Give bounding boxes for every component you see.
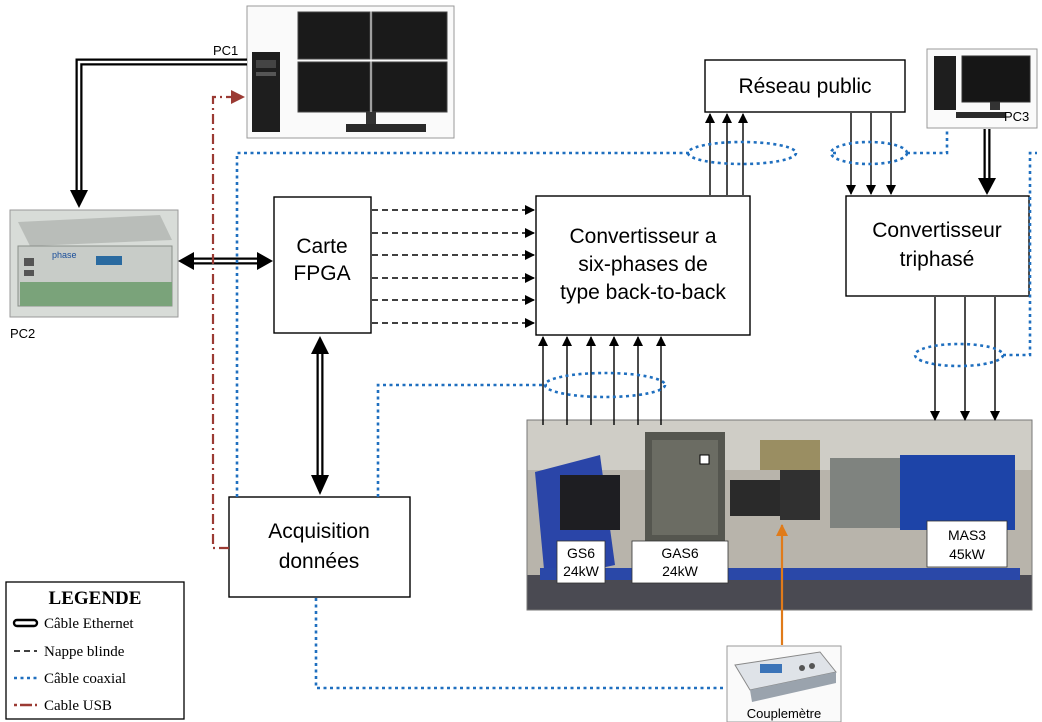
ethernet-pc3-triphase bbox=[978, 129, 996, 195]
power-bench-to-converter bbox=[538, 336, 666, 425]
reseau-public-block: Réseau public bbox=[704, 59, 906, 113]
test-bench-photo bbox=[526, 419, 1033, 611]
pc3-photo bbox=[926, 48, 1038, 129]
legend-item-coaxial: Câble coaxial bbox=[14, 671, 126, 687]
pc1-label: PC1 bbox=[213, 43, 238, 58]
legend-item-nappe: Nappe blinde bbox=[14, 644, 125, 660]
ethernet-pc1-pc2 bbox=[70, 58, 247, 208]
converter-label-line1: Convertisseur a bbox=[569, 225, 716, 248]
legend-item-usb: Cable USB bbox=[14, 698, 112, 714]
usb-cable-acquisition-pc1 bbox=[211, 90, 245, 550]
acquisition-block: Acquisition données bbox=[228, 496, 411, 598]
svg-text:24kW: 24kW bbox=[563, 563, 600, 579]
fpga-block: Carte FPGA bbox=[273, 196, 372, 334]
svg-text:45kW: 45kW bbox=[949, 546, 986, 562]
couplemetre-photo bbox=[726, 645, 842, 722]
ethernet-fpga-acquisition bbox=[311, 336, 329, 495]
machine-label-mas3: MAS3 45kW bbox=[926, 520, 1008, 568]
svg-text:24kW: 24kW bbox=[662, 563, 699, 579]
converter-block: Convertisseur a six-phases de type back-… bbox=[535, 195, 751, 336]
acquisition-label-line2: données bbox=[279, 550, 360, 573]
svg-text:Nappe blinde: Nappe blinde bbox=[44, 644, 125, 660]
reseau-public-label: Réseau public bbox=[738, 75, 871, 98]
svg-text:MAS3: MAS3 bbox=[948, 527, 986, 543]
shielded-ribbon-fpga-converter bbox=[372, 205, 535, 328]
machine-label-gs6: GS6 24kW bbox=[556, 540, 606, 584]
ethernet-pc2-fpga bbox=[178, 252, 273, 270]
svg-text:GAS6: GAS6 bbox=[661, 545, 699, 561]
svg-text:phase: phase bbox=[52, 250, 77, 260]
machine-label-gas6: GAS6 24kW bbox=[631, 540, 729, 584]
triphase-label-line2: triphasé bbox=[900, 248, 975, 271]
coaxial-cables bbox=[235, 130, 1037, 690]
svg-text:GS6: GS6 bbox=[567, 545, 595, 561]
fpga-label-line1: Carte bbox=[296, 235, 347, 258]
fpga-label-line2: FPGA bbox=[293, 262, 350, 285]
power-converter-to-grid bbox=[705, 113, 748, 195]
legend-title: LEGENDE bbox=[49, 588, 142, 609]
pc2-photo: phase bbox=[9, 209, 179, 318]
triphase-label-line1: Convertisseur bbox=[872, 219, 1002, 242]
legend-item-ethernet: Câble Ethernet bbox=[12, 616, 134, 632]
power-grid-to-triphase bbox=[846, 113, 896, 195]
svg-text:Câble coaxial: Câble coaxial bbox=[44, 671, 126, 687]
converter-label-line3: type back-to-back bbox=[560, 281, 726, 304]
pc2-label: PC2 bbox=[10, 326, 35, 341]
couplemetre-label: Couplemètre bbox=[747, 706, 821, 721]
converter-label-line2: six-phases de bbox=[578, 253, 708, 276]
pc3-label: PC3 bbox=[1004, 109, 1029, 124]
power-triphase-to-mas3 bbox=[930, 297, 1000, 421]
legend: LEGENDE Câble Ethernet Nappe blinde Câbl… bbox=[5, 581, 185, 720]
pc1-photo bbox=[246, 5, 455, 139]
acquisition-label-line1: Acquisition bbox=[268, 520, 370, 543]
svg-text:Cable USB: Cable USB bbox=[44, 698, 112, 714]
svg-text:Câble Ethernet: Câble Ethernet bbox=[44, 616, 134, 632]
triphase-converter-block: Convertisseur triphasé bbox=[845, 195, 1030, 297]
